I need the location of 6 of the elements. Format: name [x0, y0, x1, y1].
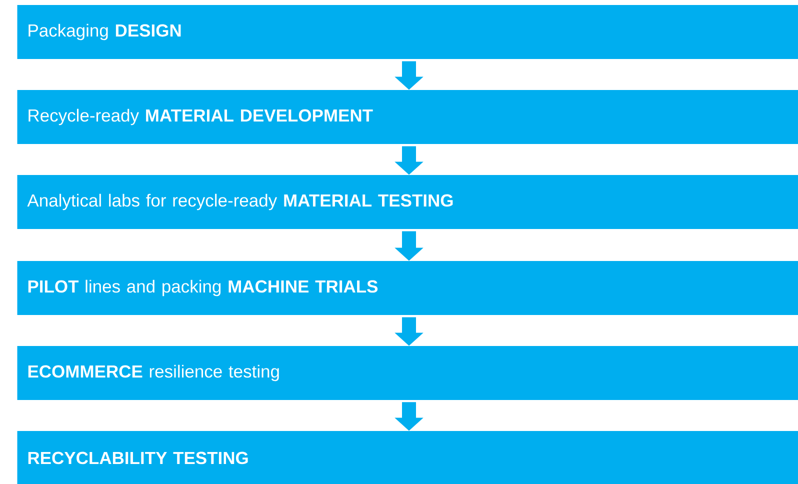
process-box: Recycle-ready MATERIAL DEVELOPMENT — [17, 90, 798, 144]
process-box: PILOT lines and packing MACHINE TRIALS — [17, 260, 798, 315]
process-box: RECYCLABILITY TESTING — [17, 430, 798, 484]
process-box: ECOMMERCE resilience testing — [17, 346, 798, 400]
process-box: Packaging DESIGN — [17, 5, 798, 59]
process-box: Analytical labs for recycle-ready MATERIAL TESTING — [17, 175, 798, 229]
